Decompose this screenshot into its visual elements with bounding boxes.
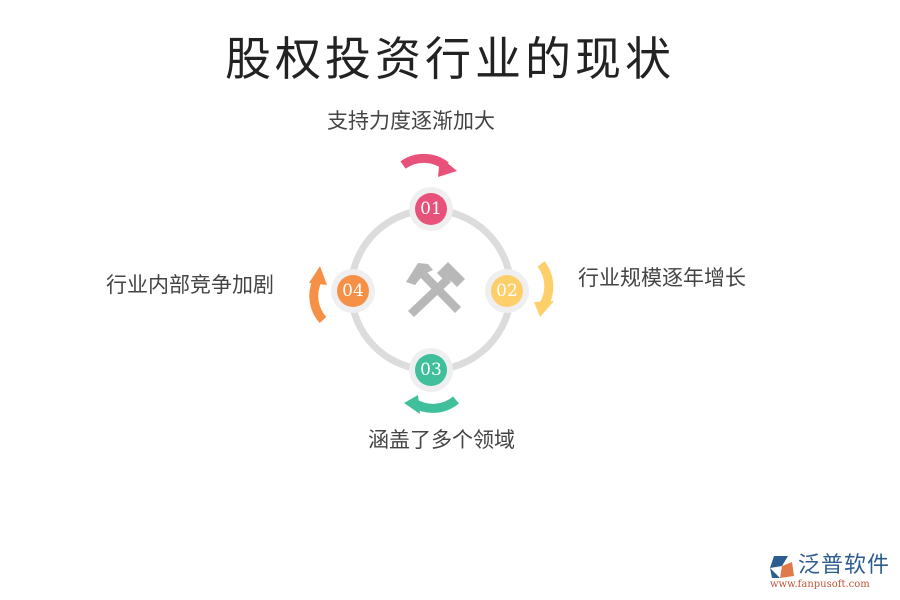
- node-number-04: 04: [337, 275, 369, 307]
- arrow-icon-03: [404, 395, 459, 414]
- node-02: 02: [485, 269, 529, 313]
- node-number-01: 01: [415, 193, 447, 225]
- item-label-04: 行业内部竞争加剧: [106, 273, 274, 297]
- node-03: 03: [409, 348, 453, 392]
- fanpusoft-logo: 泛普软件 www.fanpusoft.com: [768, 552, 892, 594]
- arrow-icon-04: [309, 266, 327, 324]
- arrow-icon-02: [534, 261, 554, 317]
- node-number-02: 02: [491, 275, 523, 307]
- hammer-pick-icon: [406, 262, 465, 317]
- logo-icon: [770, 556, 794, 578]
- item-label-03: 涵盖了多个领域: [368, 428, 515, 452]
- logo-brand: 泛普软件: [798, 553, 891, 578]
- logo-url: www.fanpusoft.com: [770, 579, 870, 590]
- node-number-03: 03: [415, 354, 447, 386]
- arrow-icon-01: [400, 153, 457, 177]
- item-label-01: 支持力度逐渐加大: [327, 109, 495, 133]
- page-title: 股权投资行业的现状: [225, 32, 675, 86]
- item-label-02: 行业规模逐年增长: [578, 266, 746, 290]
- node-04: 04: [331, 269, 375, 313]
- node-01: 01: [409, 187, 453, 231]
